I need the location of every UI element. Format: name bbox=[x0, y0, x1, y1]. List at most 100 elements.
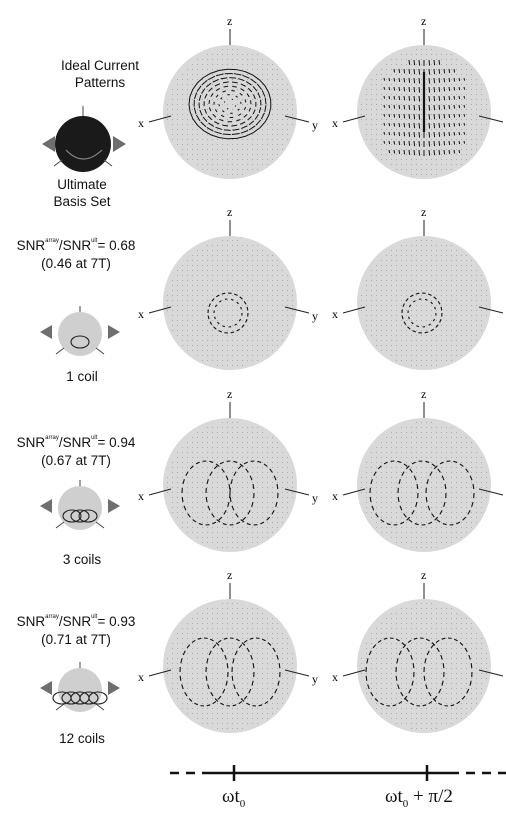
icon-wedge-right bbox=[108, 681, 120, 695]
sphere-body bbox=[357, 418, 491, 552]
sphere-dot-field bbox=[361, 422, 487, 548]
snr-block-row-1: SNRarray/SNRult= 0.68(0.46 at 7T) bbox=[0, 232, 160, 273]
icon-wedge-left bbox=[40, 499, 52, 513]
sphere-body bbox=[357, 236, 491, 370]
icon-wedge-left bbox=[40, 681, 52, 695]
ultimate-basis-icon bbox=[42, 106, 126, 172]
z-axis-label: z bbox=[227, 387, 232, 401]
snr-sup-ult: ult bbox=[91, 614, 98, 620]
current-swirl bbox=[188, 68, 272, 140]
sphere-dot-field bbox=[361, 49, 487, 175]
icon-wedge-right bbox=[108, 325, 120, 339]
y-axis-line bbox=[478, 488, 504, 496]
icon-wedge-right bbox=[108, 499, 120, 513]
coil-count-label: 3 coils bbox=[62, 552, 102, 567]
sphere-r3-c1: z x y bbox=[138, 387, 318, 552]
coil-array-icon-3 bbox=[40, 662, 120, 712]
icon-y-axis bbox=[95, 703, 105, 711]
snr-sup-ult: ult bbox=[91, 435, 98, 441]
x-axis-label: x bbox=[138, 307, 144, 321]
icon-coil-loop-4 bbox=[79, 691, 99, 705]
x-axis-label: x bbox=[332, 116, 338, 130]
snr-block-row-2: SNRarray/SNRult= 0.94(0.67 at 7T) bbox=[0, 429, 160, 470]
x-axis-label: x bbox=[138, 670, 144, 684]
x-axis-label: x bbox=[332, 670, 338, 684]
x-axis-line bbox=[342, 488, 366, 496]
z-axis-label: z bbox=[227, 205, 232, 219]
snr-mid: /SNR bbox=[58, 435, 92, 450]
coil-array-icon-2 bbox=[40, 480, 120, 530]
current-loop bbox=[207, 292, 249, 334]
x-axis-label: x bbox=[138, 116, 144, 130]
snr-sup-array: array bbox=[45, 614, 59, 620]
icon-y-axis bbox=[103, 159, 113, 167]
y-axis-line bbox=[478, 115, 504, 123]
current-coil-loop-1 bbox=[179, 637, 229, 707]
t1-subscript: 0 bbox=[402, 797, 409, 810]
x-axis-line bbox=[342, 669, 366, 677]
sphere-body bbox=[163, 45, 297, 179]
y-axis-label: y bbox=[312, 309, 318, 323]
sphere-dot-field bbox=[361, 603, 487, 729]
current-coil-loop-3 bbox=[231, 637, 281, 707]
y-axis-line bbox=[284, 115, 310, 123]
icon-sphere-highlight bbox=[65, 149, 103, 160]
icon-x-axis bbox=[55, 703, 65, 711]
y-axis-line bbox=[284, 669, 310, 677]
icon-x-axis bbox=[55, 347, 65, 355]
current-coil-loop-1 bbox=[369, 460, 419, 526]
snr-prefix: SNR bbox=[16, 614, 46, 629]
current-loop bbox=[401, 292, 443, 334]
ideal-current-title: Ideal Current Patterns bbox=[40, 57, 160, 91]
x-axis-line bbox=[148, 115, 172, 123]
t0-subscript: 0 bbox=[239, 797, 246, 810]
x-axis-line bbox=[148, 488, 172, 496]
icon-coil-loop-1 bbox=[70, 335, 90, 349]
sphere-r2-c1: z x y bbox=[138, 205, 318, 370]
icon-coil-loop-2 bbox=[70, 509, 90, 523]
icon-coil-loop-3 bbox=[78, 509, 98, 523]
snr-prefix: SNR bbox=[16, 435, 46, 450]
x-axis-label: x bbox=[332, 489, 338, 503]
snr-sup-array: array bbox=[45, 238, 59, 244]
sphere-body bbox=[163, 418, 297, 552]
x-axis-label: x bbox=[138, 489, 144, 503]
sphere-body bbox=[163, 236, 297, 370]
x-axis-line bbox=[342, 115, 366, 123]
snr-ratio: SNRarray/SNRult= 0.93 bbox=[0, 608, 160, 631]
sphere-dot-field bbox=[167, 422, 293, 548]
current-coil-loop-1 bbox=[365, 637, 415, 707]
icon-x-axis bbox=[55, 521, 65, 529]
y-axis-label: y bbox=[312, 491, 318, 505]
z-axis-label: z bbox=[421, 568, 426, 582]
t1-suffix: + π/2 bbox=[408, 786, 453, 807]
snr-value: = 0.93 bbox=[97, 614, 136, 629]
z-axis-label: z bbox=[421, 387, 426, 401]
coil-count-label: 12 coils bbox=[59, 731, 105, 746]
snr-mid: /SNR bbox=[58, 614, 92, 629]
icon-y-axis bbox=[95, 521, 105, 529]
sphere-dot-field bbox=[167, 49, 293, 175]
time-label-t0: ωt0 bbox=[222, 786, 245, 810]
basis-line2: Basis Set bbox=[53, 194, 111, 209]
current-coil-loop-2 bbox=[397, 460, 447, 526]
coil-array-icon-1 bbox=[40, 306, 120, 356]
current-coil-loop-3 bbox=[425, 460, 475, 526]
current-loop-inner bbox=[213, 298, 243, 328]
field-note-7t: (0.67 at 7T) bbox=[41, 453, 111, 468]
icon-sphere bbox=[58, 668, 102, 712]
current-coil-loop-3 bbox=[229, 460, 279, 526]
sphere-dot-field bbox=[361, 240, 487, 366]
field-note-7t: (0.46 at 7T) bbox=[41, 256, 111, 271]
x-axis-label: x bbox=[332, 307, 338, 321]
z-axis-label: z bbox=[421, 14, 426, 28]
z-axis-label: z bbox=[227, 568, 232, 582]
y-axis-line bbox=[478, 306, 504, 314]
snr-mid: /SNR bbox=[58, 238, 92, 253]
x-axis-line bbox=[148, 669, 172, 677]
icon-coil-loop-5 bbox=[88, 691, 108, 705]
sphere-r3-c2: zx bbox=[332, 387, 504, 552]
coil-count-label: 1 coil bbox=[66, 369, 98, 384]
